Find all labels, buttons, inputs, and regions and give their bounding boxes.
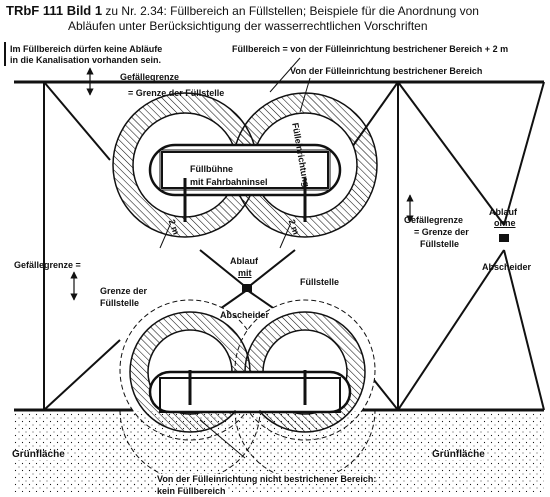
label-gefaelle-right-3: Füllstelle [420,239,460,249]
label-gefaelle-top-1: Gefällegrenze [120,72,180,82]
label-abscheider-right: Abscheider [482,262,532,272]
label-fuellbereich-def: Füllbereich = von der Fülleinrichtung be… [232,44,509,54]
header-line1: zu Nr. 2.34: Füllbereich an Füllstellen;… [102,4,479,18]
label-bottom-2: kein Füllbereich [157,486,226,496]
label-gefaelle-left-1: Gefällegrenze = [14,260,81,270]
label-ohne: ohne [494,218,516,228]
label-fuellbuehne-1: Füllbühne [190,164,233,174]
label-fuellbuehne-2: mit Fahrbahninsel [190,177,268,187]
top-circles [112,92,378,238]
bottom-circles [100,299,400,491]
header-line2: Abläufen unter Berücksichtigung der wass… [68,19,428,33]
label-gruen-right: Grünfläche [432,449,485,460]
label-mit: mit [238,268,252,278]
note-line2: in die Kanalisation vorhanden sein. [10,55,162,65]
ablauf-mit-marker [242,284,252,292]
label-gefaelle-left-2: Grenze der [100,286,148,296]
leader-fuellbereich [269,57,301,93]
header-prefix: TRbF 111 Bild 1 [6,3,103,18]
label-gefaelle-left-3: Füllstelle [100,298,140,308]
diagram-header: TRbF 111 Bild 1 zu Nr. 2.34: Füllbereich… [6,3,546,34]
label-abscheider-center: Abscheider [220,310,270,320]
note-bar [4,42,6,66]
label-gefaelle-top-2: = Grenze der Füllstelle [128,88,225,98]
ablauf-ohne-marker [499,234,509,242]
leader-bestrichen [299,77,311,113]
label-ablauf-center: Ablauf [230,256,258,266]
note-line1: Im Füllbereich dürfen keine Abläufe [10,44,163,54]
label-gefaelle-right-2: = Grenze der [414,227,469,237]
label-ablauf-right: Ablauf [489,207,517,217]
label-fuellstelle: Füllstelle [300,277,340,287]
label-gruen-left: Grünfläche [12,449,65,460]
leader-bottom [199,419,246,459]
label-bestrichen: Von der Fülleinrichtung bestrichener Ber… [290,66,483,76]
label-bottom-1: Von der Fülleinrichtung nicht bestrichen… [157,474,377,484]
label-gefaelle-right-1: Gefällegrenze [404,215,464,225]
